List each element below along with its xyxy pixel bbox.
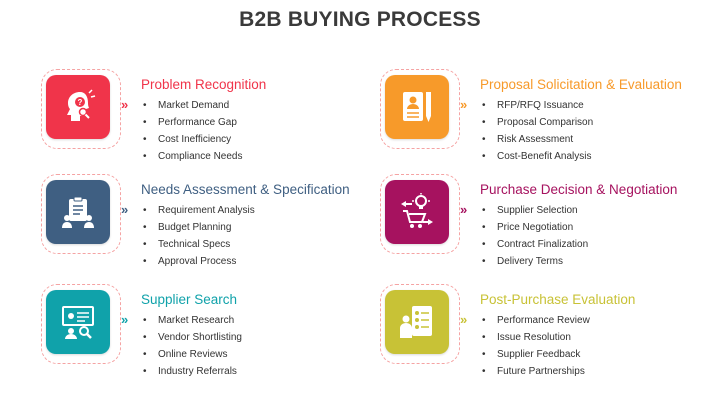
list-item: Vendor Shortlisting: [141, 329, 242, 346]
step-title: Needs Assessment & Specification: [141, 182, 350, 197]
list-item: Industry Referrals: [141, 363, 242, 380]
step-needs-assessment: » Needs Assessment & Specification Requi…: [41, 174, 381, 274]
checklist-review-icon: [400, 306, 432, 338]
chevron-right-icon: »: [460, 202, 467, 217]
list-item: Market Demand: [141, 97, 243, 114]
icon-frame: [41, 284, 121, 364]
list-item: RFP/RFQ Issuance: [480, 97, 593, 114]
clipboard-checklist-icon: [62, 196, 94, 228]
step-items: Performance Review Issue Resolution Supp…: [480, 312, 590, 380]
list-item: Risk Assessment: [480, 131, 593, 148]
icon-frame: [380, 174, 460, 254]
step-items: Requirement Analysis Budget Planning Tec…: [141, 202, 255, 270]
list-item: Cost-Benefit Analysis: [480, 148, 593, 165]
icon-tile: [385, 180, 449, 244]
list-item: Contract Finalization: [480, 236, 588, 253]
chevron-right-icon: »: [121, 312, 128, 327]
list-item: Budget Planning: [141, 219, 255, 236]
icon-frame: [41, 174, 121, 254]
step-post-purchase-evaluation: » Post-Purchase Evaluation Performance R…: [380, 284, 720, 384]
list-item: Compliance Needs: [141, 148, 243, 165]
list-item: Online Reviews: [141, 346, 242, 363]
cart-decision-icon: [401, 193, 433, 228]
step-title: Post-Purchase Evaluation: [480, 292, 636, 307]
chevron-right-icon: »: [460, 312, 467, 327]
list-item: Delivery Terms: [480, 253, 588, 270]
icon-frame: [41, 69, 121, 149]
page-title: B2B BUYING PROCESS: [239, 8, 481, 31]
icon-tile: ?: [46, 75, 110, 139]
chevron-right-icon: »: [121, 202, 128, 217]
document-pen-icon: [403, 92, 431, 122]
presentation-search-icon: [62, 306, 94, 339]
list-item: Issue Resolution: [480, 329, 590, 346]
list-item: Requirement Analysis: [141, 202, 255, 219]
step-title: Purchase Decision & Negotiation: [480, 182, 678, 197]
icon-tile: [46, 180, 110, 244]
step-items: Market Demand Performance Gap Cost Ineff…: [141, 97, 243, 165]
list-item: Approval Process: [141, 253, 255, 270]
svg-text:?: ?: [78, 98, 83, 107]
list-item: Supplier Feedback: [480, 346, 590, 363]
icon-tile: [385, 290, 449, 354]
list-item: Cost Inefficiency: [141, 131, 243, 148]
list-item: Supplier Selection: [480, 202, 588, 219]
icon-frame: [380, 69, 460, 149]
step-title: Problem Recognition: [141, 77, 267, 92]
list-item: Future Partnerships: [480, 363, 590, 380]
icon-tile: [46, 290, 110, 354]
step-items: RFP/RFQ Issuance Proposal Comparison Ris…: [480, 97, 593, 165]
step-items: Market Research Vendor Shortlisting Onli…: [141, 312, 242, 380]
list-item: Price Negotiation: [480, 219, 588, 236]
chevron-right-icon: »: [121, 97, 128, 112]
icon-frame: [380, 284, 460, 364]
step-problem-recognition: ? » Problem Recognition Market Demand Pe…: [41, 69, 381, 169]
list-item: Technical Specs: [141, 236, 255, 253]
step-title: Proposal Solicitation & Evaluation: [480, 77, 682, 92]
list-item: Performance Gap: [141, 114, 243, 131]
icon-tile: [385, 75, 449, 139]
step-items: Supplier Selection Price Negotiation Con…: [480, 202, 588, 270]
chevron-right-icon: »: [460, 97, 467, 112]
list-item: Proposal Comparison: [480, 114, 593, 131]
step-proposal-solicitation: » Proposal Solicitation & Evaluation RFP…: [380, 69, 720, 169]
step-title: Supplier Search: [141, 292, 238, 307]
step-supplier-search: » Supplier Search Market Research Vendor…: [41, 284, 381, 384]
head-question-icon: ?: [67, 89, 96, 121]
list-item: Market Research: [141, 312, 242, 329]
list-item: Performance Review: [480, 312, 590, 329]
step-purchase-decision: » Purchase Decision & Negotiation Suppli…: [380, 174, 720, 274]
